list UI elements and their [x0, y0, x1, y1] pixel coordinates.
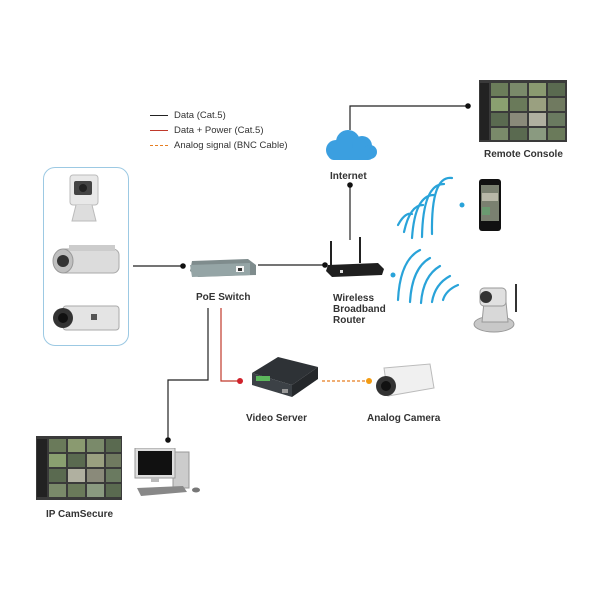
- poe-switch-icon[interactable]: [188, 255, 258, 279]
- wire-dot: [347, 182, 353, 188]
- internet-label: Internet: [330, 171, 367, 182]
- wire-switch-pc: [167, 308, 209, 440]
- poe-switch-label: PoE Switch: [196, 292, 251, 303]
- wire-dot: [465, 103, 471, 109]
- video-server-icon[interactable]: [246, 353, 320, 401]
- box-camera-icon: [53, 305, 120, 331]
- video-server-label: Video Server: [246, 413, 307, 424]
- router-label: Wireless Broadband Router: [333, 293, 386, 326]
- router-label-line: Router: [333, 315, 366, 326]
- wire-switch-videoserver: [220, 308, 240, 382]
- wire-dot: [322, 262, 328, 268]
- wireless-dot: [459, 202, 465, 208]
- remote-console-label: Remote Console: [484, 149, 563, 160]
- wire-internet-console: [349, 105, 468, 130]
- smartphone-icon[interactable]: [479, 179, 501, 231]
- remote-console-screen-icon[interactable]: [479, 80, 567, 142]
- wireless-dot: [390, 272, 396, 278]
- legend-swatch: [150, 114, 168, 116]
- ip-camsecure-label: IP CamSecure: [46, 509, 114, 520]
- analog-camera-icon[interactable]: [372, 362, 438, 402]
- router-label-line: Wireless: [333, 293, 375, 304]
- router-label-line: Broadband: [333, 304, 386, 315]
- wireless-waves-ptz: [396, 248, 460, 305]
- legend-label: Analog signal (BNC Cable): [174, 140, 288, 151]
- legend-item-data: Data (Cat.5): [150, 110, 226, 121]
- legend-item-data-power: Data + Power (Cat.5): [150, 125, 264, 136]
- wire-dot: [180, 263, 186, 269]
- legend-label: Data + Power (Cat.5): [174, 125, 264, 136]
- ptz-camera-icon[interactable]: [468, 282, 528, 334]
- legend-item-analog: Analog signal (BNC Cable): [150, 140, 288, 151]
- wireless-waves-phone: [396, 176, 454, 240]
- legend-swatch: [150, 129, 168, 131]
- legend-label: Data (Cat.5): [174, 110, 226, 121]
- ip-camsecure-screen-icon[interactable]: [36, 436, 122, 500]
- wire-dot: [237, 378, 243, 384]
- wireless-router-icon[interactable]: [326, 235, 386, 279]
- ip-cameras-group[interactable]: [43, 167, 129, 346]
- legend-swatch: [150, 144, 168, 146]
- bullet-camera-icon: [52, 245, 120, 274]
- desktop-pc-icon[interactable]: [133, 448, 205, 500]
- analog-camera-label: Analog Camera: [367, 413, 441, 424]
- wire-dot: [366, 378, 372, 384]
- cube-camera-icon: [69, 174, 99, 222]
- internet-cloud-icon[interactable]: [320, 128, 380, 164]
- wire-dot: [165, 437, 171, 443]
